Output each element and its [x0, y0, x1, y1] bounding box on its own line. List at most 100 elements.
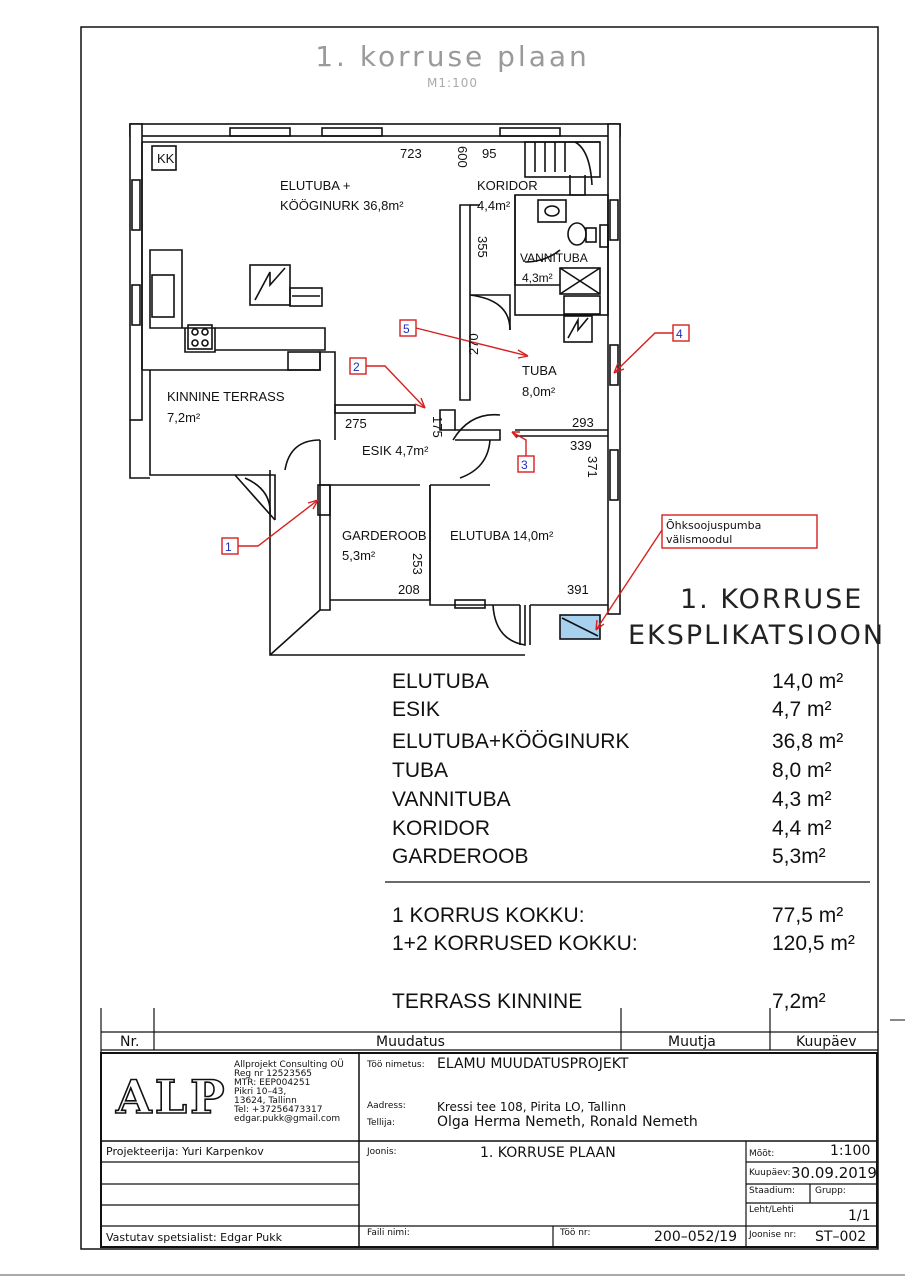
drawing-no: ST–002	[815, 1229, 867, 1245]
room-name: TUBA	[392, 759, 449, 782]
plan-title: 1. korruse plaan	[315, 40, 590, 73]
room-name: ELUTUBA+KÖÖGINURK	[392, 730, 630, 753]
total-floor1-value: 77,5 m²	[772, 904, 844, 927]
dim-293: 293	[572, 415, 594, 430]
room-area: 5,3m²	[772, 845, 826, 868]
company-line: edgar.pukk@gmail.com	[234, 1114, 341, 1124]
room-area: 4,3 m²	[772, 788, 832, 811]
work-name: ELAMU MUUDATUSPROJEKT	[437, 1056, 629, 1072]
terrace-label: TERRASS KINNINE	[392, 990, 583, 1013]
room-name: GARDEROOB	[392, 845, 529, 868]
room-tuba-line1: TUBA	[522, 363, 557, 378]
terrace-value: 7,2m²	[772, 990, 826, 1013]
company-logo: ALP	[115, 1069, 228, 1125]
room-elutuba: ELUTUBA 14,0m²	[450, 528, 554, 543]
room-area: 8,0 m²	[772, 759, 832, 782]
dim-723: 723	[400, 146, 422, 161]
drawing-label: Joonis:	[367, 1147, 397, 1157]
explication-row: VANNITUBA 4,3 m²	[392, 788, 860, 816]
dim-275: 275	[345, 416, 367, 431]
sheet-value: 1/1	[848, 1208, 871, 1224]
room-koridor-line1: KORIDOR	[477, 178, 538, 193]
room-vannituba-line2: 4,3m²	[522, 271, 553, 285]
company-line: 13624, Tallinn	[234, 1096, 297, 1106]
room-koridor-line2: 4,4m²	[477, 198, 511, 213]
heatpump-note-line1: Õhksoojuspumba	[666, 519, 761, 532]
specialist: Vastutav spetsialist: Edgar Pukk	[106, 1231, 282, 1244]
callout-4: 4	[676, 327, 683, 341]
client: Olga Herma Nemeth, Ronald Nemeth	[437, 1114, 698, 1130]
rev-date-header: Kuupäev	[796, 1034, 857, 1050]
company-line: Reg nr 12523565	[234, 1069, 313, 1079]
room-terrass-line1: KINNINE TERRASS	[167, 389, 285, 404]
room-kitchen-line1: ELUTUBA +	[280, 178, 350, 193]
address-label: Aadress:	[367, 1101, 406, 1111]
rev-author-header: Muutja	[668, 1034, 716, 1050]
room-name: VANNITUBA	[392, 788, 511, 811]
address: Kressi tee 108, Pirita LO, Tallinn	[437, 1100, 627, 1114]
explication-row: ESIK 4,7 m²	[392, 698, 860, 726]
rev-change-header: Muudatus	[376, 1034, 445, 1050]
room-tuba-line2: 8,0m²	[522, 384, 556, 399]
file-label: Faili nimi:	[367, 1228, 410, 1238]
group-label: Grupp:	[815, 1186, 846, 1196]
client-label: Tellija:	[367, 1118, 396, 1128]
dim-391: 391	[567, 582, 589, 597]
drawing-title: 1. KORRUSE PLAAN	[480, 1145, 616, 1161]
designer: Projekteerija: Yuri Karpenkov	[106, 1145, 264, 1158]
explication-row: ELUTUBA+KÖÖGINURK 36,8 m²	[392, 730, 860, 758]
dim-208: 208	[398, 582, 420, 597]
scale-value: 1:100	[830, 1143, 871, 1159]
explication-row: GARDEROOB 5,3m²	[392, 845, 860, 873]
kk-label: KK	[157, 151, 175, 166]
company-line: Pikri 10–43,	[234, 1087, 287, 1097]
company-line: Allprojekt Consulting OÜ	[234, 1060, 344, 1070]
room-name: ELUTUBA	[392, 670, 489, 693]
room-name: KORIDOR	[392, 817, 491, 840]
dim-175: 175	[430, 416, 445, 438]
room-area: 4,7 m²	[772, 698, 832, 721]
room-vannituba-line1: VANNITUBA	[520, 251, 588, 265]
callout-5: 5	[403, 322, 410, 336]
total-both-label: 1+2 KORRUSED KOKKU:	[392, 932, 638, 955]
callout-3: 3	[521, 458, 528, 472]
room-esik: ESIK 4,7m²	[362, 443, 429, 458]
sheet-label: Leht/Lehti	[749, 1205, 794, 1215]
total-floor1-label: 1 KORRUS KOKKU:	[392, 904, 585, 927]
explication-row: ELUTUBA 14,0 m²	[392, 670, 860, 698]
heatpump-note-line2: välismoodul	[666, 533, 732, 546]
room-terrass-line2: 7,2m²	[167, 410, 201, 425]
callout-1: 1	[225, 540, 232, 554]
room-garderoob-line2: 5,3m²	[342, 548, 376, 563]
room-area: 36,8 m²	[772, 730, 844, 753]
room-kitchen-line2: KÖÖGINURK 36,8m²	[280, 198, 404, 213]
terrace-total: TERRASS KINNINE 7,2m²	[392, 990, 860, 1018]
dim-371: 371	[585, 456, 600, 478]
total-floor1: 1 KORRUS KOKKU: 77,5 m²	[392, 904, 860, 932]
explication-title-line2: EKSPLIKATSIOON	[628, 620, 886, 651]
scale-label: Mõõt:	[749, 1149, 775, 1159]
company-line: MTR: EEP004251	[234, 1078, 311, 1088]
dim-339: 339	[570, 438, 592, 453]
job-label: Töö nr:	[560, 1228, 591, 1238]
dim-600: 600	[455, 146, 470, 168]
room-area: 14,0 m²	[772, 670, 844, 693]
dim-95: 95	[482, 146, 496, 161]
dim-355: 355	[475, 236, 490, 258]
callout-2: 2	[353, 360, 360, 374]
explication-title-line1: 1. KORRUSE	[680, 584, 864, 615]
company-info: Allprojekt Consulting OÜ Reg nr 12523565…	[234, 1061, 344, 1124]
explication-row: TUBA 8,0 m²	[392, 759, 860, 787]
dim-253: 253	[410, 553, 425, 575]
drawing-no-label: Joonise nr:	[749, 1230, 797, 1240]
room-area: 4,4 m²	[772, 817, 832, 840]
total-both-value: 120,5 m²	[772, 932, 855, 955]
dim-270: 270	[466, 333, 481, 355]
room-garderoob-line1: GARDEROOB	[342, 528, 427, 543]
room-name: ESIK	[392, 698, 440, 721]
plan-scale: M1:100	[427, 76, 478, 90]
date-value: 30.09.2019	[791, 1164, 877, 1182]
stage-label: Staadium:	[749, 1186, 795, 1196]
total-both-floors: 1+2 KORRUSED KOKKU: 120,5 m²	[392, 932, 860, 960]
